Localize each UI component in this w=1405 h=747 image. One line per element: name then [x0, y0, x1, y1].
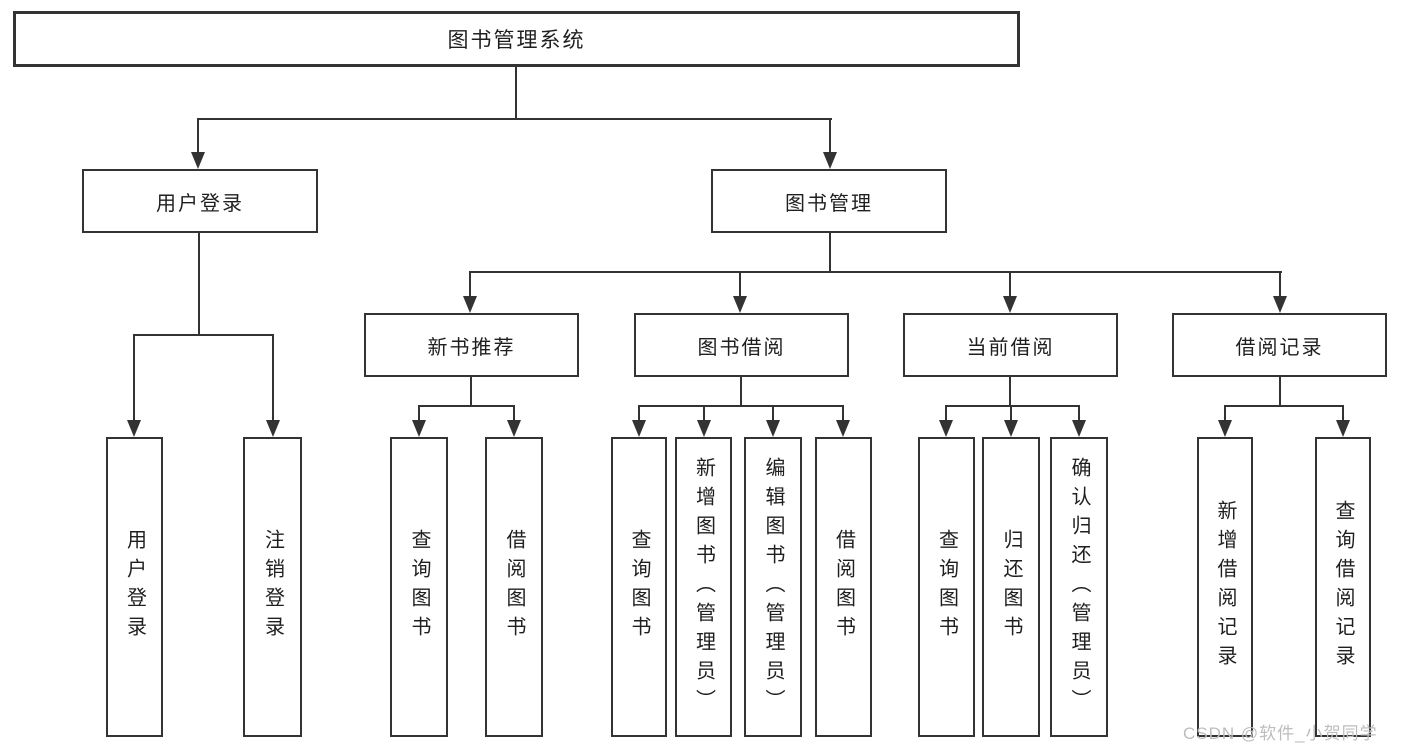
connector-line	[638, 405, 844, 407]
leaf-label: 新增图书（管理员）	[692, 456, 715, 718]
connector-line	[703, 405, 705, 422]
connector-line	[1342, 405, 1344, 422]
connector-line	[1078, 405, 1080, 422]
arrow-head	[463, 296, 477, 313]
connector-line	[638, 405, 640, 422]
arrow-head	[1003, 296, 1017, 313]
leaf-recommend-query-books: 查询图书	[390, 437, 448, 737]
connector-line	[740, 377, 742, 407]
node-label: 新书推荐	[427, 336, 516, 359]
arrow-head	[733, 296, 747, 313]
leaf-label: 注销登录	[261, 529, 284, 645]
arrow-head	[632, 420, 646, 437]
leaf-label: 查询图书	[408, 529, 430, 645]
leaf-current-confirm-return-admin: 确认归还（管理员）	[1050, 437, 1108, 737]
arrow-head	[697, 420, 711, 437]
leaf-label: 查询借阅记录	[1332, 500, 1354, 674]
connector-line	[418, 405, 420, 422]
connector-line	[1224, 405, 1344, 407]
connector-line	[1009, 271, 1011, 298]
arrow-head	[127, 420, 141, 437]
leaf-borrow-borrow-books: 借阅图书	[815, 437, 872, 737]
node-root-system: 图书管理系统	[13, 11, 1020, 67]
leaf-user-login: 用户登录	[106, 437, 163, 737]
node-label: 图书管理	[785, 192, 873, 215]
node-borrow-records: 借阅记录	[1172, 313, 1387, 377]
connector-line	[1279, 271, 1281, 298]
connector-line	[198, 233, 200, 336]
arrow-head	[1218, 420, 1232, 437]
leaf-borrow-add-books-admin: 新增图书（管理员）	[675, 437, 732, 737]
leaf-label: 借阅图书	[832, 529, 855, 645]
connector-line	[197, 118, 832, 120]
leaf-borrow-edit-books-admin: 编辑图书（管理员）	[744, 437, 802, 737]
leaf-label: 归还图书	[1000, 529, 1022, 645]
connector-line	[197, 118, 199, 155]
leaf-records-query-borrow-record: 查询借阅记录	[1315, 437, 1371, 737]
node-label: 借阅记录	[1235, 336, 1324, 359]
arrow-head	[191, 152, 205, 169]
connector-line	[418, 405, 515, 407]
arrow-head	[1072, 420, 1086, 437]
connector-line	[945, 405, 1080, 407]
connector-line	[469, 271, 1282, 273]
arrow-head	[1336, 420, 1350, 437]
connector-line	[772, 405, 774, 422]
connector-line	[739, 271, 741, 298]
connector-line	[1009, 377, 1011, 407]
node-user-login: 用户登录	[82, 169, 318, 233]
node-label: 用户登录	[156, 192, 244, 215]
connector-line	[945, 405, 947, 422]
arrow-head	[836, 420, 850, 437]
connector-line	[829, 118, 831, 155]
arrow-head	[823, 152, 837, 169]
arrow-head	[412, 420, 426, 437]
connector-line	[1010, 405, 1012, 422]
arrow-head	[1273, 296, 1287, 313]
leaf-recommend-borrow-books: 借阅图书	[485, 437, 543, 737]
leaf-borrow-query-books: 查询图书	[611, 437, 667, 737]
leaf-current-query-books: 查询图书	[918, 437, 975, 737]
connector-line	[513, 405, 515, 422]
arrow-head	[766, 420, 780, 437]
leaf-label: 确认归还（管理员）	[1068, 456, 1090, 718]
arrow-head	[939, 420, 953, 437]
leaf-label: 用户登录	[123, 529, 146, 645]
csdn-watermark: CSDN @软件_小贺同学	[1183, 724, 1378, 743]
connector-line	[470, 377, 472, 407]
node-book-management: 图书管理	[711, 169, 947, 233]
leaf-logout: 注销登录	[243, 437, 302, 737]
arrow-head	[1004, 420, 1018, 437]
node-new-book-recommend: 新书推荐	[364, 313, 579, 377]
connector-line	[1279, 377, 1281, 407]
node-current-borrow: 当前借阅	[903, 313, 1118, 377]
connector-line	[829, 233, 831, 273]
arrow-head	[507, 420, 521, 437]
leaf-label: 借阅图书	[503, 529, 525, 645]
connector-line	[842, 405, 844, 422]
connector-line	[272, 334, 274, 423]
leaf-label: 新增借阅记录	[1214, 500, 1236, 674]
node-label: 图书管理系统	[447, 29, 586, 52]
connector-line	[515, 66, 517, 119]
arrow-head	[266, 420, 280, 437]
leaf-records-add-borrow-record: 新增借阅记录	[1197, 437, 1253, 737]
node-label: 图书借阅	[697, 336, 786, 359]
leaf-current-return-books: 归还图书	[982, 437, 1040, 737]
connector-line	[469, 271, 471, 298]
leaf-label: 编辑图书（管理员）	[762, 456, 784, 718]
leaf-label: 查询图书	[935, 529, 958, 645]
node-book-borrow: 图书借阅	[634, 313, 849, 377]
connector-line	[133, 334, 135, 423]
connector-line	[1224, 405, 1226, 422]
node-label: 当前借阅	[966, 336, 1055, 359]
connector-line	[133, 334, 274, 336]
leaf-label: 查询图书	[628, 529, 650, 645]
